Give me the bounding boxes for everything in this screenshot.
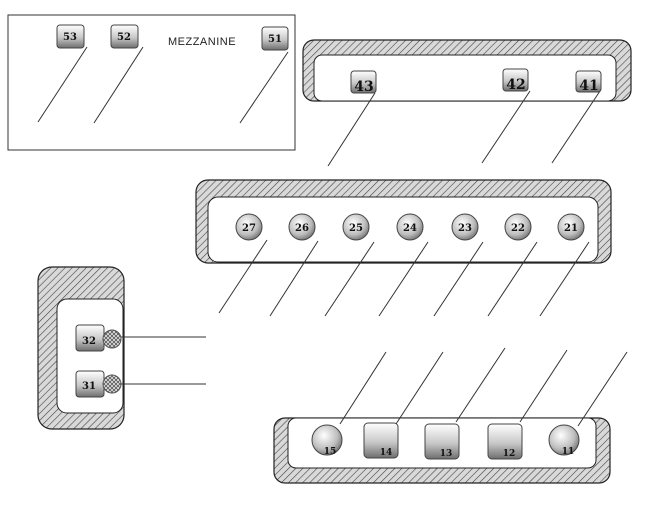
unit-22[interactable]: 22 [504,213,532,241]
svg-text:42: 42 [506,77,525,93]
svg-text:23: 23 [458,223,472,234]
svg-text:52: 52 [117,32,131,43]
unit-51[interactable]: 51 [261,26,289,51]
mezzanine-label: MEZZANINE [168,36,236,48]
svg-text:27: 27 [242,223,256,234]
mezzanine-area: MEZZANINE 53 52 51 [7,14,296,151]
unit-26[interactable]: 26 [288,213,316,241]
unit-52[interactable]: 52 [110,24,139,49]
svg-text:51: 51 [268,34,282,45]
unit-25[interactable]: 25 [342,213,370,241]
unit-42[interactable]: 42 [502,68,529,93]
unit-24[interactable]: 24 [396,213,424,241]
svg-text:32: 32 [82,336,96,347]
unit-41[interactable]: 41 [575,70,602,94]
row-10s: 15 14 13 12 11 [273,347,628,484]
unit-43[interactable]: 43 [350,70,377,95]
svg-text:12: 12 [503,449,516,459]
row-20s: 27 26 25 24 23 22 21 [195,179,612,317]
svg-text:26: 26 [295,223,309,234]
unit-12[interactable]: 12 [487,423,523,460]
unit-21[interactable]: 21 [557,213,585,241]
svg-text:21: 21 [564,223,578,234]
svg-text:11: 11 [562,447,575,457]
row-40s: 43 42 41 [302,39,632,167]
svg-text:41: 41 [579,78,598,94]
unit-23[interactable]: 23 [451,213,479,241]
svg-text:13: 13 [440,449,453,459]
svg-text:43: 43 [354,79,373,95]
unit-15[interactable]: 15 [311,424,343,457]
unit-11[interactable]: 11 [548,424,580,457]
svg-text:53: 53 [63,32,77,43]
unit-32[interactable]: 32 [75,324,122,352]
unit-31[interactable]: 31 [75,370,122,398]
unit-13[interactable]: 13 [424,423,460,460]
svg-text:24: 24 [403,223,417,234]
svg-text:31: 31 [82,381,96,392]
unit-27[interactable]: 27 [235,213,263,241]
unit-53[interactable]: 53 [56,24,85,49]
svg-text:25: 25 [349,223,363,234]
svg-text:14: 14 [380,448,393,458]
svg-text:15: 15 [324,447,337,457]
row-30s: 32 31 [37,266,206,430]
unit-14[interactable]: 14 [363,422,399,459]
svg-text:22: 22 [511,223,525,234]
